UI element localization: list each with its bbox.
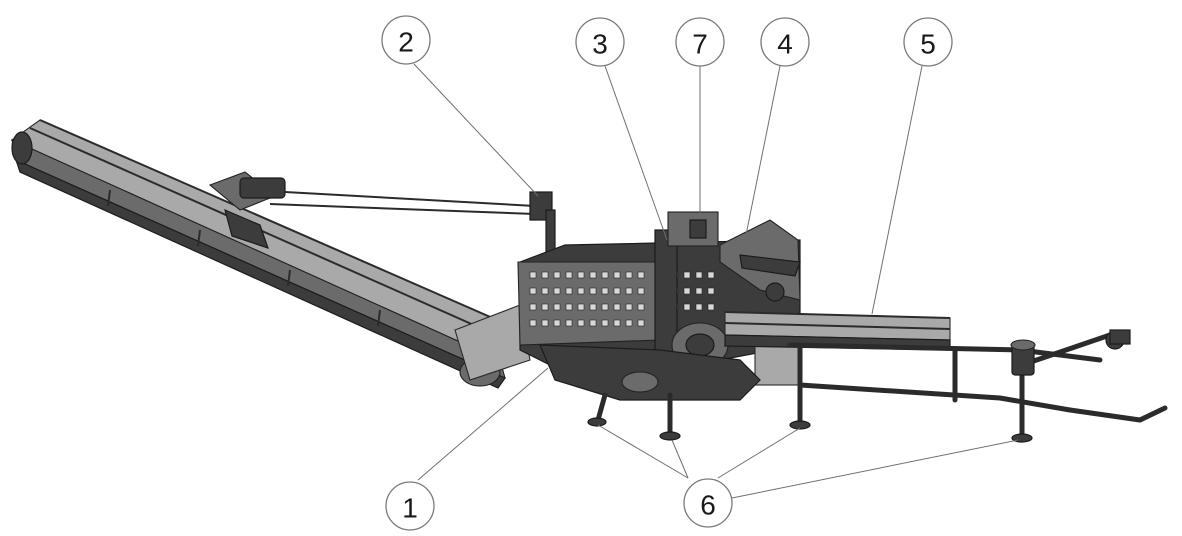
callout-1-label: 1: [402, 493, 418, 524]
leader-6a: [597, 424, 689, 479]
leader-6d: [731, 439, 1019, 499]
callout-5: 5: [903, 17, 953, 67]
leader-3: [604, 65, 668, 241]
support-legs: [587, 392, 1033, 443]
leader-6c: [717, 427, 801, 479]
guard-perforations: [529, 271, 715, 327]
callout-7: 7: [675, 17, 725, 67]
callout-7-label: 7: [692, 29, 708, 60]
callout-3-label: 3: [592, 29, 608, 60]
leader-1: [417, 367, 549, 481]
lift-cable: [269, 191, 556, 263]
callout-2: 2: [381, 15, 431, 65]
leader-lines: [413, 63, 1019, 499]
leader-6b: [671, 439, 689, 479]
leader-5: [871, 65, 923, 315]
callout-1: 1: [385, 481, 435, 531]
callouts: 1 2 3 4 5 6 7: [381, 15, 953, 531]
leader-4: [744, 65, 781, 241]
infeed-conveyor: [10, 119, 531, 389]
leader-2: [413, 63, 539, 197]
callout-6: 6: [683, 478, 733, 528]
processor-housing: [517, 211, 801, 401]
callout-2-label: 2: [398, 27, 414, 58]
callout-6-label: 6: [700, 490, 716, 521]
trailer-frame: [787, 329, 1168, 433]
callout-5-label: 5: [920, 29, 936, 60]
callout-4-label: 4: [777, 29, 793, 60]
callout-3: 3: [575, 17, 625, 67]
callout-4: 4: [760, 17, 810, 67]
